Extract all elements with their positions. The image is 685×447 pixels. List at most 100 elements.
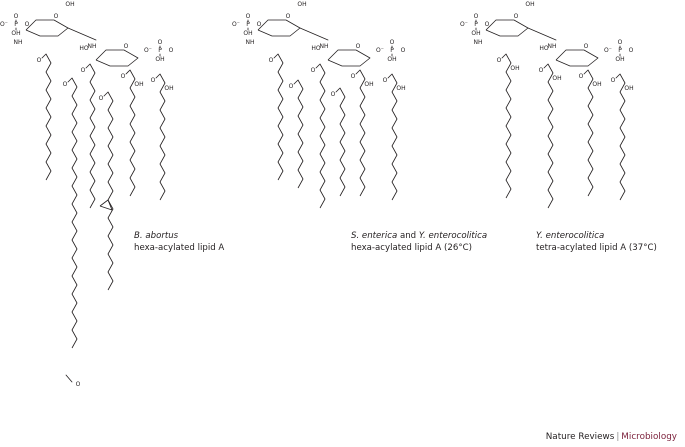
caption-s-enterica: S. enterica and Y. enterocolitica hexa-a… — [351, 231, 487, 254]
s1-ho: HO — [311, 45, 321, 52]
s0-glycosidic-bond — [67, 27, 97, 41]
s2-acyl-3-oh: OH — [624, 85, 633, 92]
s1-ring-reducing-ring-oxygen: O — [356, 43, 361, 50]
s1-phosphate-4p-o-top: O — [246, 13, 251, 20]
s0-acyl-1-chain — [71, 77, 78, 349]
s2-acyl-3-carbonyl — [615, 73, 621, 79]
s1-phosphate-1-p: P — [390, 47, 394, 54]
s1-phosphate-1-o-top: O — [390, 39, 395, 46]
s1-acyl-3-chain — [339, 87, 346, 197]
s0-phosphate-1-p: P — [158, 47, 162, 54]
s0-phosphate-4p-oh: OH — [11, 30, 20, 37]
journal-name: Nature Reviews — [545, 432, 615, 442]
s1-phosphate-4p-oh: OH — [243, 30, 252, 37]
s2-acyl-1-carbonyl-o: O — [539, 67, 544, 74]
s0-acyl-3-carbonyl-o: O — [99, 95, 104, 102]
s2-acyl-0-chain — [505, 53, 512, 199]
s1-acyl-0-carbonyl — [273, 53, 279, 59]
s1-acyl-4-carbonyl-o: O — [351, 73, 356, 80]
s0-acyl-4-oh: OH — [134, 81, 143, 88]
s0-acyl-1-carbonyl-o: O — [63, 81, 68, 88]
s0-acyl-3-carbonyl — [103, 91, 109, 97]
s2-phosphate-4p-oh: OH — [471, 30, 480, 37]
s0-acyl-1-carbonyl — [67, 77, 73, 83]
s2-oh-top: OH — [525, 1, 534, 8]
species-b-abortus: B. abortus — [134, 231, 179, 241]
caption-y-enterocolitica: Y. enterocolitica tetra-acylated lipid A… — [536, 231, 657, 254]
s1-acyl-3-carbonyl-o: O — [331, 91, 336, 98]
s0-acyl-2-carbonyl-o: O — [81, 67, 86, 74]
s1-phosphate-1-o-bridge: O — [401, 47, 406, 54]
s0-phosphate-1-oh: OH — [155, 56, 164, 63]
s0-nh-2: NH — [88, 43, 97, 50]
s0-ketone-bond — [65, 374, 73, 383]
description-y-enterocolitica: tetra-acylated lipid A (37°C) — [536, 242, 657, 253]
s2-acyl-2-carbonyl-o: O — [579, 73, 584, 80]
s0-acyl-4-carbonyl-o: O — [121, 73, 126, 80]
s0-phosphate-4p-o-top: O — [14, 13, 19, 20]
s0-acyl-2-chain — [89, 63, 96, 209]
s0-ring-reducing-ring-oxygen: O — [124, 43, 129, 50]
s1-acyl-2-chain — [319, 63, 326, 209]
s0-phosphate-1-o-top: O — [158, 39, 163, 46]
s1-glycosidic-bond — [299, 27, 329, 41]
s1-acyl-1-carbonyl — [293, 79, 299, 85]
s1-acyl-1-carbonyl-o: O — [289, 83, 294, 90]
s1-acyl-3-carbonyl — [335, 87, 341, 93]
s1-ring-non-reducing-ring-oxygen: O — [286, 13, 291, 20]
s2-phosphate-1-o-top: O — [618, 39, 623, 46]
s0-acyl-2-carbonyl — [85, 63, 91, 69]
s0-acyl-3-chain — [107, 91, 114, 291]
s0-ring-non-reducing-ring-oxygen: O — [54, 13, 59, 20]
s0-acyl-5-chain — [159, 73, 166, 201]
species-s-enterica: S. enterica — [351, 231, 398, 241]
s2-acyl-3-carbonyl-o: O — [611, 77, 616, 84]
s0-phosphate-1-o-bridge: O — [169, 47, 174, 54]
credit-separator: | — [616, 432, 620, 442]
s1-ring-reducing — [327, 49, 371, 67]
s1-phosphate-4p-o-minus: O⁻ — [232, 21, 240, 28]
species-y-enterocolitica-26: Y. enterocolitica — [418, 231, 488, 241]
s2-acyl-2-carbonyl — [583, 69, 589, 75]
s0-acyl-0-carbonyl — [41, 53, 47, 59]
s2-phosphate-4p-o-minus: O⁻ — [460, 21, 468, 28]
s1-phosphate-1-o-minus: O⁻ — [376, 47, 384, 54]
s0-acyl-0-chain — [45, 53, 52, 181]
s1-acyl-1-chain — [297, 79, 304, 189]
s2-acyl-0-oh: OH — [510, 65, 519, 72]
s1-acyl-5-oh: OH — [396, 85, 405, 92]
s1-phosphate-1-oh: OH — [387, 56, 396, 63]
s1-acyl-5-carbonyl-o: O — [383, 77, 388, 84]
s0-acyl-5-carbonyl — [155, 73, 161, 79]
s0-oh-top: OH — [65, 1, 74, 8]
s2-acyl-3-chain — [619, 73, 626, 201]
s1-nh-1: NH — [246, 39, 255, 46]
s1-acyl-5-carbonyl — [387, 73, 393, 79]
s2-acyl-1-oh: OH — [552, 75, 561, 82]
s1-acyl-4-carbonyl — [355, 69, 361, 75]
caption-b-abortus: B. abortus hexa-acylated lipid A — [134, 231, 224, 254]
s0-acyl-4-carbonyl — [125, 69, 131, 75]
s2-phosphate-1-o-bridge: O — [629, 47, 634, 54]
s2-glycosidic-bond — [527, 27, 557, 41]
s1-acyl-0-chain — [277, 53, 284, 181]
description-s-enterica: hexa-acylated lipid A (26°C) — [351, 242, 472, 253]
s1-acyl-5-chain — [391, 73, 398, 201]
s2-acyl-2-oh: OH — [592, 81, 601, 88]
s1-oh-top: OH — [297, 1, 306, 8]
s2-nh-1: NH — [474, 39, 483, 46]
description-b-abortus: hexa-acylated lipid A — [134, 242, 225, 253]
s1-acyl-2-carbonyl-o: O — [311, 67, 316, 74]
s2-ho: HO — [539, 45, 549, 52]
s0-acyl-5-carbonyl-o: O — [151, 77, 156, 84]
s1-phosphate-4p-o-bridge: O — [257, 21, 262, 28]
s0-phosphate-4p-p: P — [14, 21, 18, 28]
species-y-enterocolitica-37: Y. enterocolitica — [536, 231, 605, 241]
s2-phosphate-4p-o-top: O — [474, 13, 479, 20]
journal-section: Microbiology — [621, 432, 677, 442]
s2-ring-non-reducing — [485, 19, 529, 37]
s1-acyl-4-chain — [359, 69, 366, 197]
s2-ring-non-reducing-ring-oxygen: O — [514, 13, 519, 20]
s0-acyl-4-chain — [129, 69, 136, 197]
